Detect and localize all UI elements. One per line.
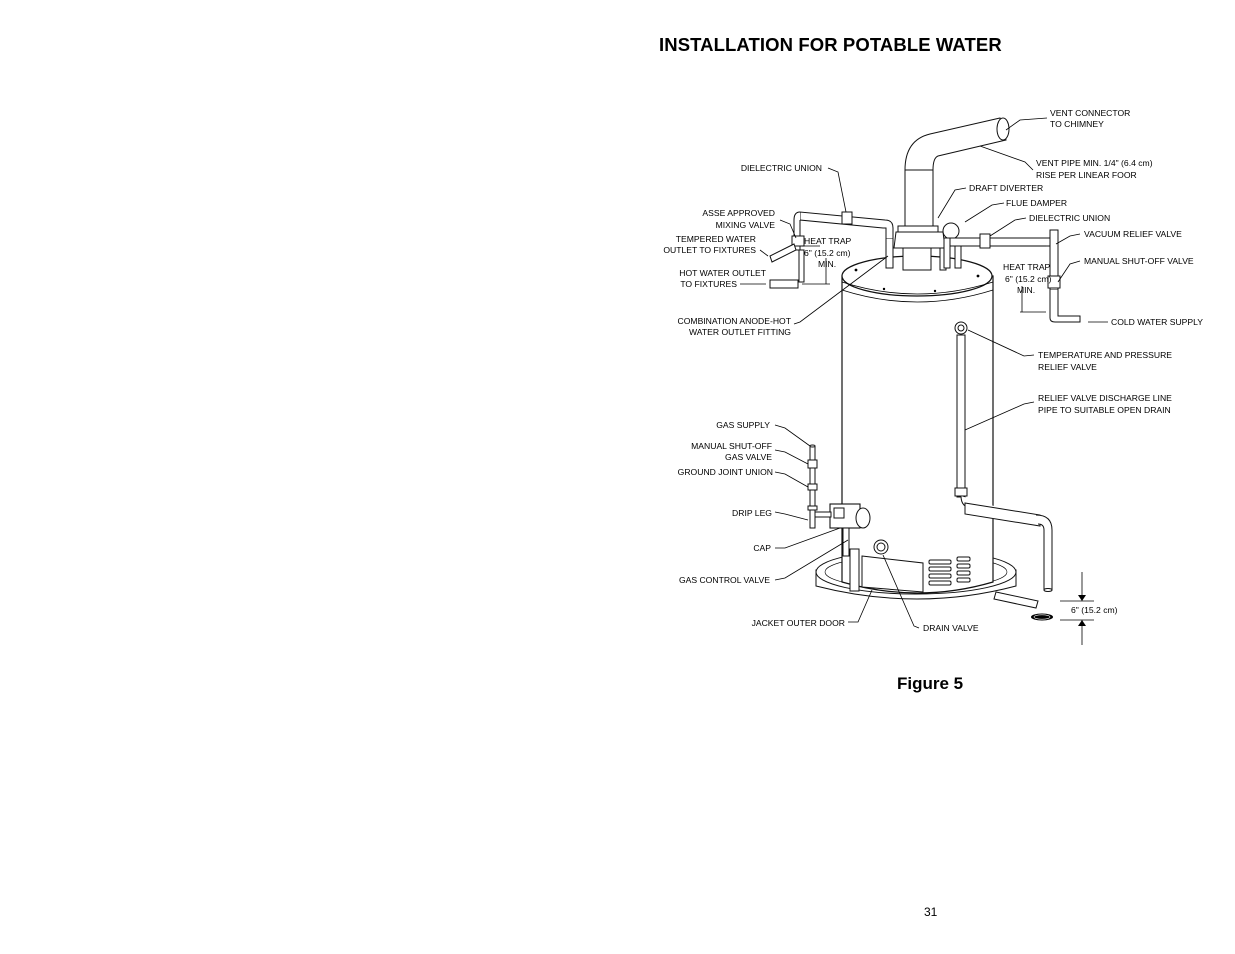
label-heat-trap-left-2: 6" (15.2 cm): [804, 248, 851, 258]
label-asse-1: ASSE APPROVED: [702, 208, 775, 218]
drain-valve: [873, 539, 889, 555]
gas-control-valve: [829, 503, 871, 557]
labels-right: VENT CONNECTOR TO CHIMNEY VENT PIPE MIN.…: [923, 108, 1203, 633]
label-tempered-1: TEMPERED WATER: [676, 234, 756, 244]
label-jacket-door: JACKET OUTER DOOR: [752, 618, 845, 628]
label-vent-pipe-1: VENT PIPE MIN. 1/4" (6.4 cm): [1036, 158, 1153, 168]
label-asse-2: MIXING VALVE: [716, 220, 776, 230]
label-gas-valve-2: GAS VALVE: [725, 452, 772, 462]
label-heat-trap-right-2: 6" (15.2 cm): [1005, 274, 1052, 284]
label-gas-control: GAS CONTROL VALVE: [679, 575, 770, 585]
label-tp-valve-1: TEMPERATURE AND PRESSURE: [1038, 350, 1172, 360]
cold-water-inlet-piping: [943, 229, 1081, 323]
label-vent-connector-2: TO CHIMNEY: [1050, 119, 1104, 129]
figure-caption: Figure 5: [897, 674, 964, 693]
label-draft-diverter: DRAFT DIVERTER: [969, 183, 1043, 193]
label-drain-valve: DRAIN VALVE: [923, 623, 979, 633]
label-anode-1: COMBINATION ANODE-HOT: [678, 316, 792, 326]
vent-system: [893, 117, 1010, 271]
label-cold-water-supply: COLD WATER SUPPLY: [1111, 317, 1203, 327]
jacket-outer-door: [849, 548, 971, 593]
gas-supply-line: [807, 444, 832, 529]
label-manual-shutoff-valve: MANUAL SHUT-OFF VALVE: [1084, 256, 1194, 266]
label-heat-trap-right-3: MIN.: [1017, 285, 1035, 295]
label-heat-trap-left-3: MIN.: [818, 259, 836, 269]
label-drip-leg: DRIP LEG: [732, 508, 772, 518]
page-heading: INSTALLATION FOR POTABLE WATER: [659, 34, 1002, 55]
relief-valve-discharge-line: [954, 321, 1053, 621]
label-vacuum-relief-valve: VACUUM RELIEF VALVE: [1084, 229, 1182, 239]
label-dielectric-union-left: DIELECTRIC UNION: [741, 163, 822, 173]
tank-body: [841, 255, 994, 594]
label-vent-pipe-2: RISE PER LINEAR FOOR: [1036, 170, 1137, 180]
hot-water-outlet-piping: [769, 211, 894, 289]
label-hot-outlet-1: HOT WATER OUTLET: [679, 268, 766, 278]
label-discharge-2: PIPE TO SUITABLE OPEN DRAIN: [1038, 405, 1171, 415]
label-flue-damper: FLUE DAMPER: [1006, 198, 1067, 208]
labels-left: DIELECTRIC UNION ASSE APPROVED MIXING VA…: [663, 163, 845, 628]
label-heat-trap-right-1: HEAT TRAP: [1003, 262, 1051, 272]
label-gas-supply: GAS SUPPLY: [716, 420, 770, 430]
label-heat-trap-left-1: HEAT TRAP: [804, 236, 852, 246]
heat-trap-left-label: HEAT TRAP 6" (15.2 cm) MIN.: [804, 236, 852, 269]
label-hot-outlet-2: TO FIXTURES: [680, 279, 737, 289]
label-dielectric-union-right: DIELECTRIC UNION: [1029, 213, 1110, 223]
page-number: 31: [924, 905, 938, 919]
leader-lines: [740, 117, 1108, 645]
label-vent-connector-1: VENT CONNECTOR: [1050, 108, 1130, 118]
label-drain-gap: 6" (15.2 cm): [1071, 605, 1118, 615]
label-tempered-2: OUTLET TO FIXTURES: [663, 245, 756, 255]
label-ground-joint: GROUND JOINT UNION: [678, 467, 773, 477]
label-discharge-1: RELIEF VALVE DISCHARGE LINE: [1038, 393, 1172, 403]
label-cap: CAP: [753, 543, 771, 553]
label-anode-2: WATER OUTLET FITTING: [689, 327, 791, 337]
label-tp-valve-2: RELIEF VALVE: [1038, 362, 1097, 372]
label-gas-valve-1: MANUAL SHUT-OFF: [691, 441, 772, 451]
